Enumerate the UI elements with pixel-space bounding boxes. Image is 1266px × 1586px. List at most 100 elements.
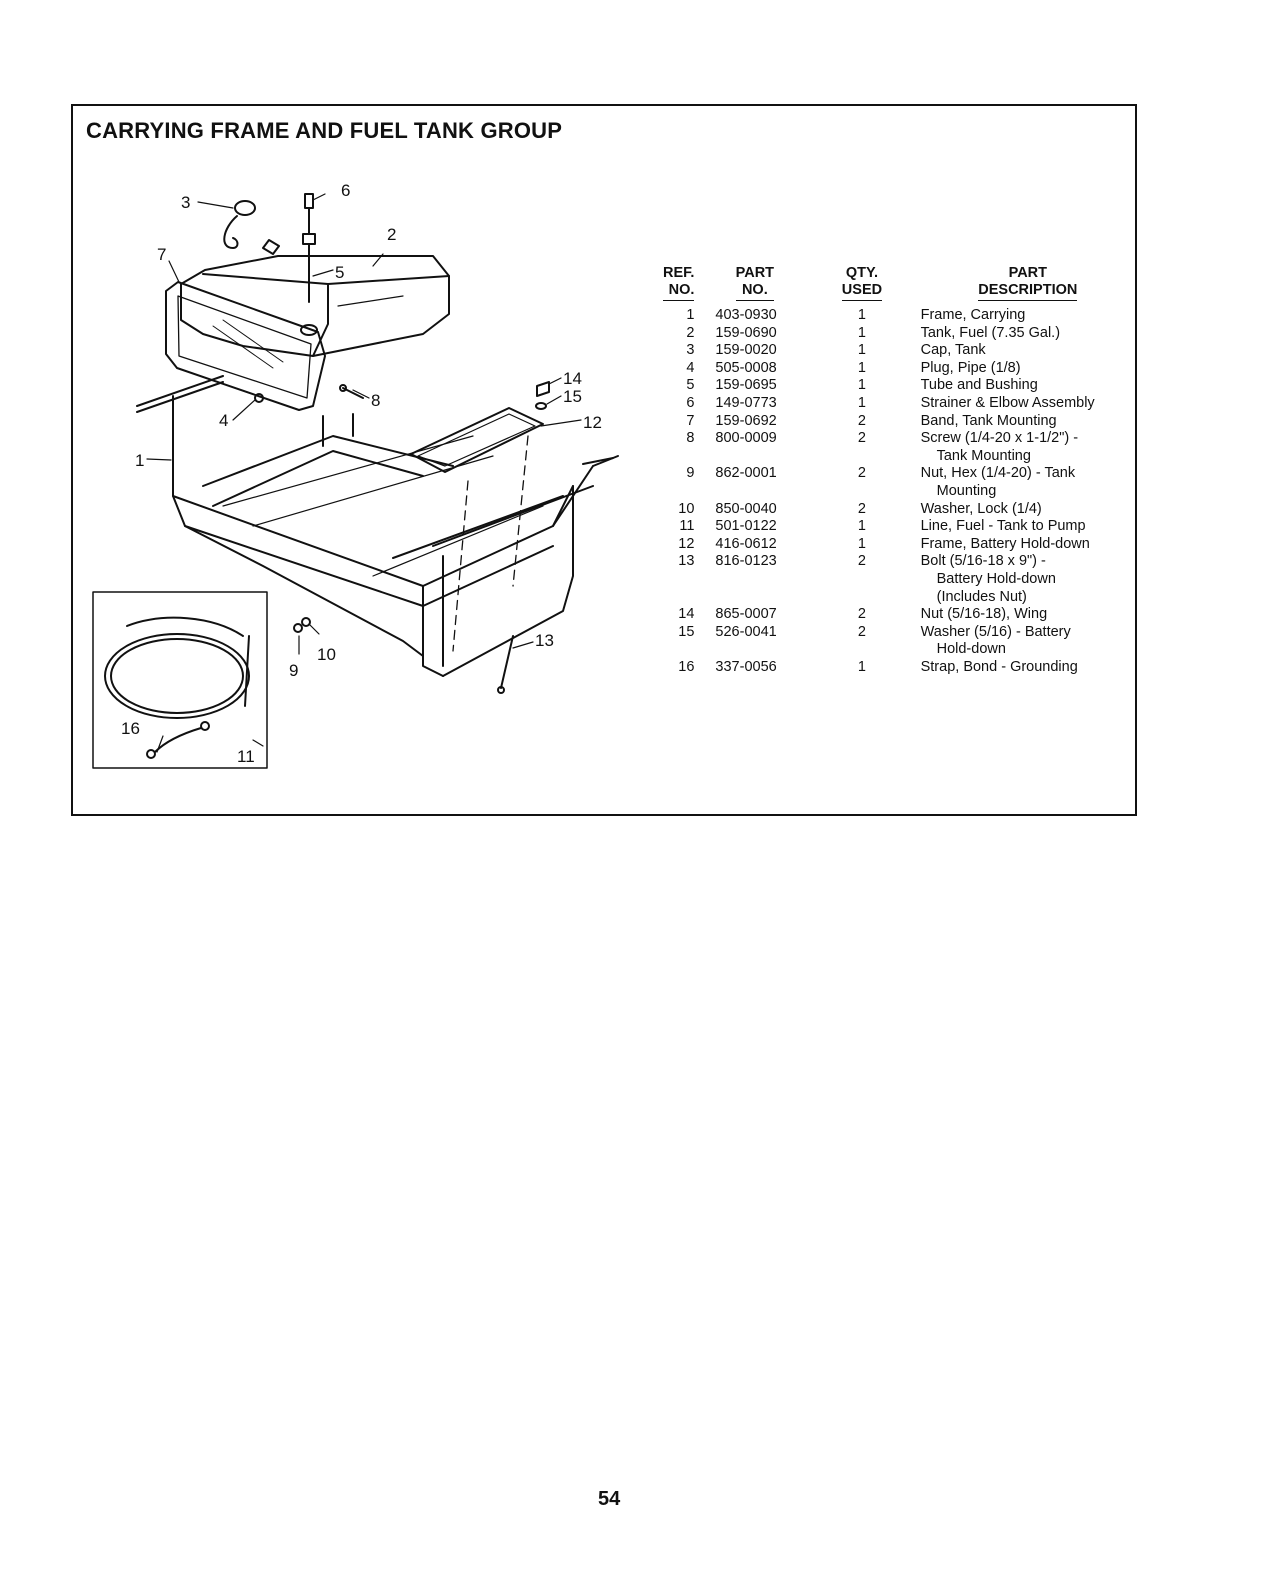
description-line: Tank, Fuel (7.35 Gal.) [920, 324, 1061, 341]
qty-used-cell: 1 [857, 307, 866, 323]
callout-7: 7 [157, 245, 166, 264]
parts-panel: CARRYING FRAME AND FUEL TANK GROUP [71, 104, 1137, 816]
part-number-cell: 159-0020 [715, 342, 777, 359]
bolt-drawing [497, 635, 514, 694]
qty-used-cell: 2 [857, 430, 866, 447]
qty-used-cell: 2 [857, 553, 866, 570]
description-line: Band, Tank Mounting [920, 412, 1057, 429]
wing-nut-washer-drawing [535, 381, 550, 410]
part-number-cell: 159-0695 [715, 377, 777, 394]
qty-used-cell: 2 [857, 606, 866, 623]
part-description-cell: Plug, Pipe (1/8) [909, 360, 1135, 378]
part-number-cell: 149-0773 [715, 394, 777, 411]
inset-fuel-line-strap [92, 591, 268, 769]
description-line: Frame, Carrying [920, 307, 1026, 323]
qty-used-cell: 1 [857, 535, 866, 552]
ref-number-cell: 16 [678, 658, 695, 675]
exploded-parts-diagram: 3 6 2 7 5 14 15 8 12 4 1 13 10 9 16 11 [92, 181, 619, 769]
table-row: 11 501-0122 1 Line, Fuel - Tank to Pump [645, 518, 1135, 536]
description-line: Battery Hold-down [936, 570, 1056, 587]
callout-11: 11 [237, 747, 255, 766]
description-line: Frame, Battery Hold-down [920, 535, 1090, 552]
ref-number-cell: 13 [678, 553, 695, 570]
header-qty-used: QTY.USED [815, 265, 908, 307]
part-number-cell: 416-0612 [715, 535, 777, 552]
qty-used-cell: 1 [857, 394, 866, 411]
callout-5: 5 [335, 263, 344, 282]
qty-used-cell: 1 [857, 324, 866, 341]
qty-used-cell: 2 [857, 465, 866, 482]
qty-used-cell: 1 [857, 342, 866, 359]
part-number-cell: 159-0690 [715, 324, 777, 341]
callout-12: 12 [583, 413, 602, 432]
part-number-cell: 403-0930 [715, 307, 777, 323]
description-line: Mounting [936, 482, 997, 499]
ref-number-cell: 5 [686, 377, 695, 394]
description-line: Tube and Bushing [920, 377, 1038, 394]
part-description-cell: Tank, Fuel (7.35 Gal.) [909, 325, 1135, 343]
ref-number-cell: 15 [678, 623, 695, 640]
callout-10: 10 [317, 645, 336, 664]
qty-used-cell: 2 [857, 500, 866, 517]
part-number-cell: 850-0040 [715, 500, 777, 517]
ref-number-cell: 11 [679, 518, 695, 535]
callout-13: 13 [535, 631, 554, 650]
part-number-cell: 816-0123 [715, 553, 777, 570]
part-description-cell: Strainer & Elbow Assembly [909, 395, 1135, 413]
ref-number-cell: 4 [686, 359, 695, 376]
ref-number-cell: 6 [686, 394, 695, 411]
part-description-cell: Band, Tank Mounting [909, 413, 1135, 431]
part-description-cell: Tube and Bushing [909, 377, 1135, 395]
table-row: 6 149-0773 1 Strainer & Elbow Assembly [645, 395, 1135, 413]
part-number-cell: 865-0007 [715, 606, 777, 623]
leader-lines [146, 193, 582, 753]
part-number-cell: 862-0001 [715, 465, 777, 482]
ref-number-cell: 8 [686, 430, 695, 447]
qty-used-cell: 1 [857, 518, 866, 535]
page-title: CARRYING FRAME AND FUEL TANK GROUP [86, 118, 563, 143]
part-number-cell: 501-0122 [715, 518, 777, 535]
callout-2: 2 [387, 225, 396, 244]
page-number: 54 [598, 1488, 621, 1510]
part-number-cell: 159-0692 [715, 412, 777, 429]
part-description-cell: Strap, Bond - Grounding [909, 659, 1135, 677]
description-line: Strap, Bond - Grounding [920, 658, 1078, 675]
part-description-cell: Cap, Tank [909, 342, 1135, 360]
ref-number-cell: 1 [686, 307, 695, 323]
screw-plug-drawing [254, 384, 364, 403]
callout-14: 14 [563, 369, 582, 388]
description-line: Washer (5/16) - Battery [920, 623, 1071, 640]
part-description-cell: Washer, Lock (1/4) [909, 501, 1135, 519]
part-description-cell: Frame, Battery Hold-down [909, 536, 1135, 554]
nut-washer-drawing [293, 617, 311, 633]
description-line: (Includes Nut) [936, 588, 1027, 605]
table-row: 1 403-0930 1 Frame, Carrying [645, 307, 1135, 325]
callout-8: 8 [371, 391, 380, 410]
part-description-cell: Line, Fuel - Tank to Pump [909, 518, 1135, 536]
callout-3: 3 [181, 193, 190, 212]
description-line: Bolt (5/16-18 x 9") - [920, 553, 1046, 570]
ref-number-cell: 2 [686, 324, 695, 341]
callout-1: 1 [135, 451, 144, 470]
description-line: Plug, Pipe (1/8) [920, 359, 1021, 376]
qty-used-cell: 1 [857, 359, 866, 376]
qty-used-cell: 2 [857, 412, 866, 429]
callout-15: 15 [563, 387, 582, 406]
callout-9: 9 [289, 661, 298, 680]
carrying-frame-drawing [136, 375, 619, 677]
callout-4: 4 [219, 411, 228, 430]
qty-used-cell: 2 [857, 623, 866, 640]
ref-number-cell: 9 [686, 465, 695, 482]
part-description-cell: Nut (5/16-18), Wing [909, 606, 1135, 624]
